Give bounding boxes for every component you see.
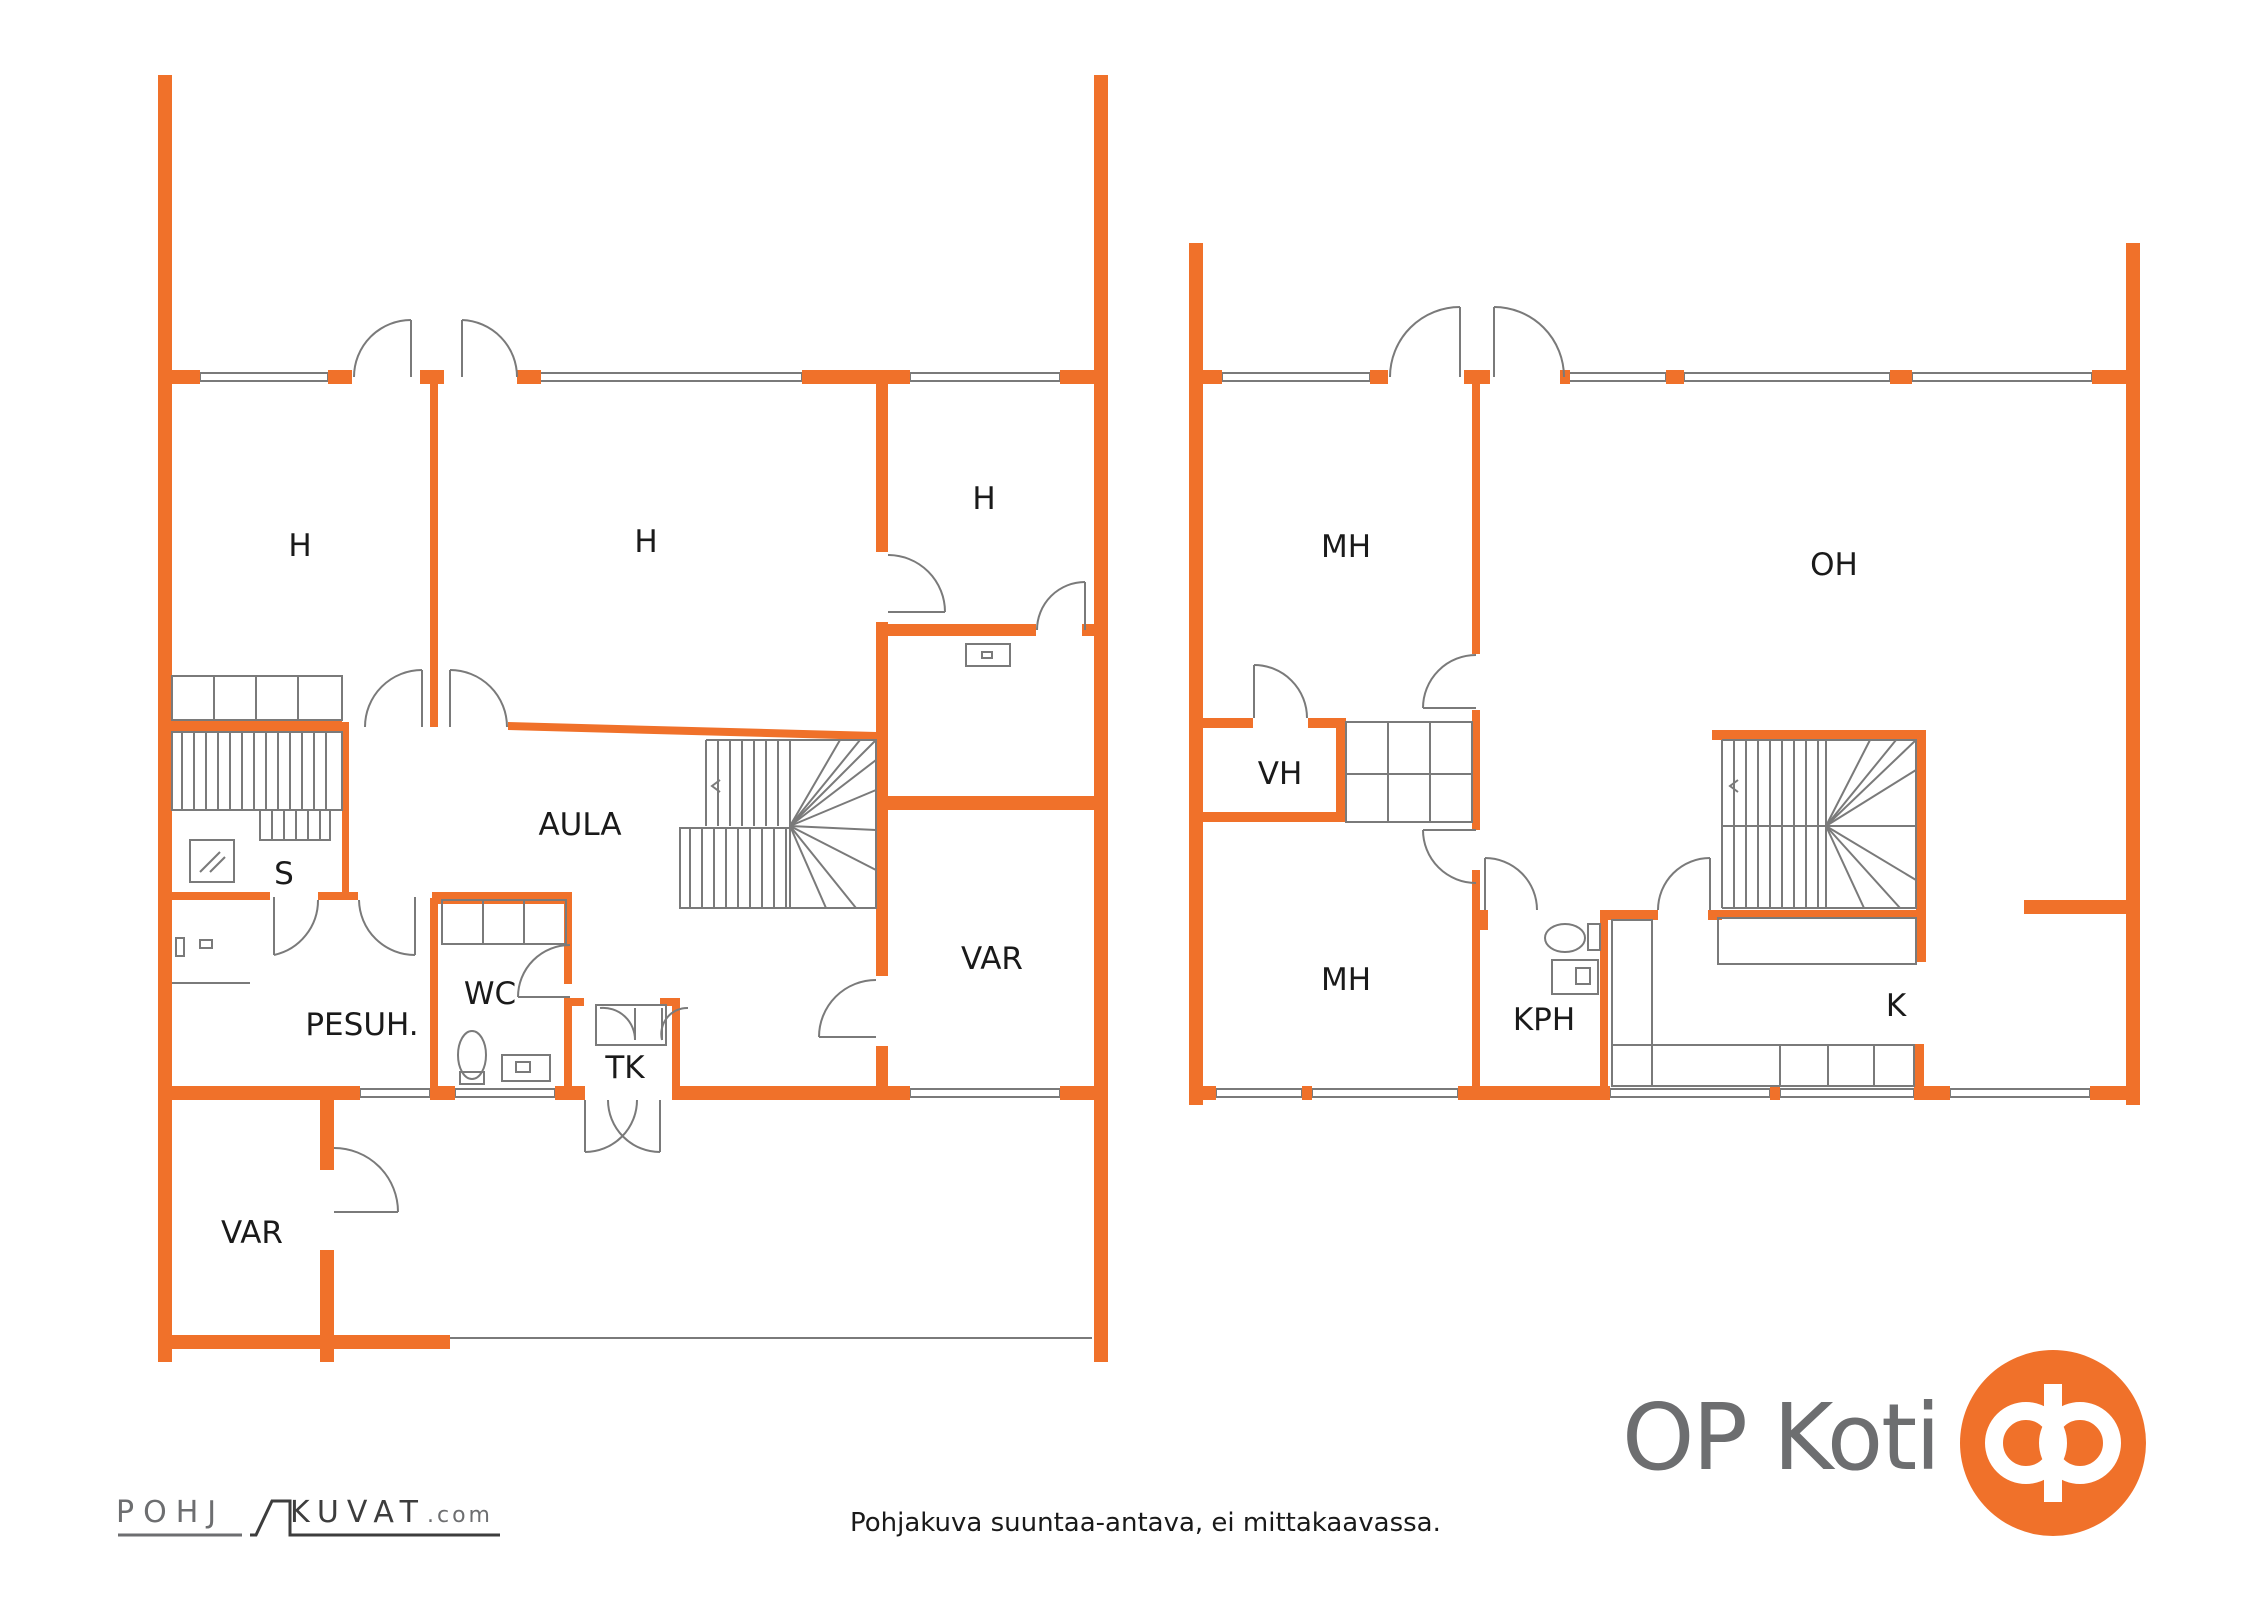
room-label-wc: WC [464, 976, 516, 1012]
room-label-h2: H [634, 524, 657, 560]
room-label-mh2: MH [1321, 962, 1371, 998]
room-label-aula: AULA [538, 807, 621, 843]
credit-part3: .com [427, 1503, 493, 1528]
floor-1-plan: H H H AULA S WC VAR PESUH. TK VAR [158, 75, 1108, 1362]
room-label-pesuh: PESUH. [305, 1007, 418, 1043]
room-label-h1: H [288, 528, 311, 564]
credit-part2: KUVAT [290, 1495, 426, 1530]
room-label-var1: VAR [961, 941, 1023, 977]
room-label-h3: H [972, 481, 995, 517]
room-label-vh: VH [1258, 756, 1303, 792]
brand-name: OP Koti [1622, 1384, 1941, 1491]
room-label-mh1: MH [1321, 529, 1371, 565]
room-label-s: S [274, 856, 294, 892]
room-label-oh: OH [1810, 547, 1858, 583]
credit-part1: POHJ [116, 1495, 226, 1530]
op-logo-icon [1960, 1350, 2146, 1536]
floor-2-plan: MH OH VH MH KPH K [1189, 243, 2140, 1105]
disclaimer-note: Pohjakuva suuntaa-antava, ei mittakaavas… [850, 1508, 1441, 1538]
room-label-var2: VAR [221, 1215, 283, 1251]
credit-underline [118, 1499, 500, 1537]
room-label-tk: TK [604, 1050, 645, 1086]
room-label-k: K [1886, 988, 1907, 1024]
room-label-kph: KPH [1513, 1002, 1575, 1038]
